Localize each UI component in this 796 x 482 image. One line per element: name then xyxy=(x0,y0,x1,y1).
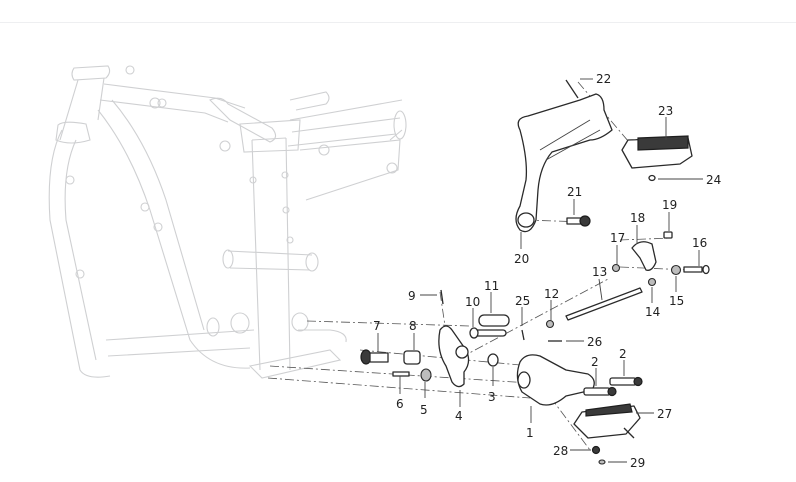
callout-16: 16 xyxy=(692,236,707,250)
part-5-washer[interactable] xyxy=(420,368,432,382)
part-19-screw[interactable] xyxy=(663,231,673,239)
callout-25: 25 xyxy=(515,294,530,308)
callout-14: 14 xyxy=(645,305,660,319)
part-12-nut[interactable] xyxy=(545,319,555,329)
part-14-nut[interactable] xyxy=(647,277,657,287)
part-8-spacer[interactable] xyxy=(403,350,421,365)
callout-8: 8 xyxy=(409,319,417,333)
part-3-o-ring[interactable] xyxy=(487,353,499,367)
callout-28: 28 xyxy=(553,444,568,458)
part-24-clip[interactable] xyxy=(648,174,656,182)
callout-5: 5 xyxy=(420,403,428,417)
parts-diagram: 1 2 2 3 4 5 6 7 8 9 10 11 12 13 14 15 16… xyxy=(0,23,796,482)
callout-21: 21 xyxy=(567,185,582,199)
part-10-pivot-pin[interactable] xyxy=(469,327,507,339)
callout-23: 23 xyxy=(658,104,673,118)
callout-3: 3 xyxy=(488,390,496,404)
callout-27: 27 xyxy=(657,407,672,421)
callout-20: 20 xyxy=(514,252,529,266)
callout-4: 4 xyxy=(455,409,463,423)
callout-24: 24 xyxy=(706,173,721,187)
part-28-spring[interactable] xyxy=(591,445,601,455)
part-25-pin[interactable] xyxy=(521,329,525,341)
part-1-main-bracket[interactable] xyxy=(516,354,595,406)
part-18-lever-pivot[interactable] xyxy=(631,241,657,271)
callout-11: 11 xyxy=(484,279,499,293)
callout-22: 22 xyxy=(596,72,611,86)
callout-6: 6 xyxy=(396,397,404,411)
part-17-nut[interactable] xyxy=(611,263,621,273)
callout-10: 10 xyxy=(465,295,480,309)
part-2-bolt-upper[interactable] xyxy=(609,376,643,387)
part-15-washer[interactable] xyxy=(670,264,682,276)
callout-labels: 1 2 2 3 4 5 6 7 8 9 10 11 12 13 14 15 16… xyxy=(373,72,721,470)
part-9-pin[interactable] xyxy=(440,289,444,305)
part-16-bolt[interactable] xyxy=(683,264,710,275)
callout-12: 12 xyxy=(544,287,559,301)
part-27-front-footpeg[interactable] xyxy=(573,403,641,439)
part-21-flange-bolt[interactable] xyxy=(566,215,591,227)
part-7-bushing[interactable] xyxy=(360,349,389,365)
callout-29: 29 xyxy=(630,456,645,470)
callout-19: 19 xyxy=(662,198,677,212)
top-bar xyxy=(0,0,796,23)
motorcycle-frame-ghost xyxy=(48,65,407,379)
callout-18: 18 xyxy=(630,211,645,225)
part-22-pin[interactable] xyxy=(565,79,579,99)
callout-13: 13 xyxy=(592,265,607,279)
callout-9: 9 xyxy=(408,289,416,303)
callout-7: 7 xyxy=(373,319,381,333)
part-11-sleeve[interactable] xyxy=(478,314,510,327)
part-29-washer[interactable] xyxy=(598,459,606,465)
callout-1: 1 xyxy=(526,426,534,440)
part-23-rear-footpeg[interactable] xyxy=(621,135,693,169)
callout-2: 2 xyxy=(619,347,627,361)
diagram-svg: 1 2 2 3 4 5 6 7 8 9 10 11 12 13 14 15 16… xyxy=(48,65,721,470)
callout-leader-lines xyxy=(377,78,703,463)
callout-2: 2 xyxy=(591,355,599,369)
part-20-hanger-bracket[interactable] xyxy=(515,93,613,233)
part-6-bolt[interactable] xyxy=(392,371,410,377)
part-13-linkage-rod[interactable] xyxy=(565,287,643,321)
callout-17: 17 xyxy=(610,231,625,245)
callout-15: 15 xyxy=(669,294,684,308)
callout-26: 26 xyxy=(587,335,602,349)
part-4-bracket[interactable] xyxy=(438,325,470,388)
part-2-bolt-lower[interactable] xyxy=(583,386,617,397)
assembly-axis-lines xyxy=(267,81,691,451)
